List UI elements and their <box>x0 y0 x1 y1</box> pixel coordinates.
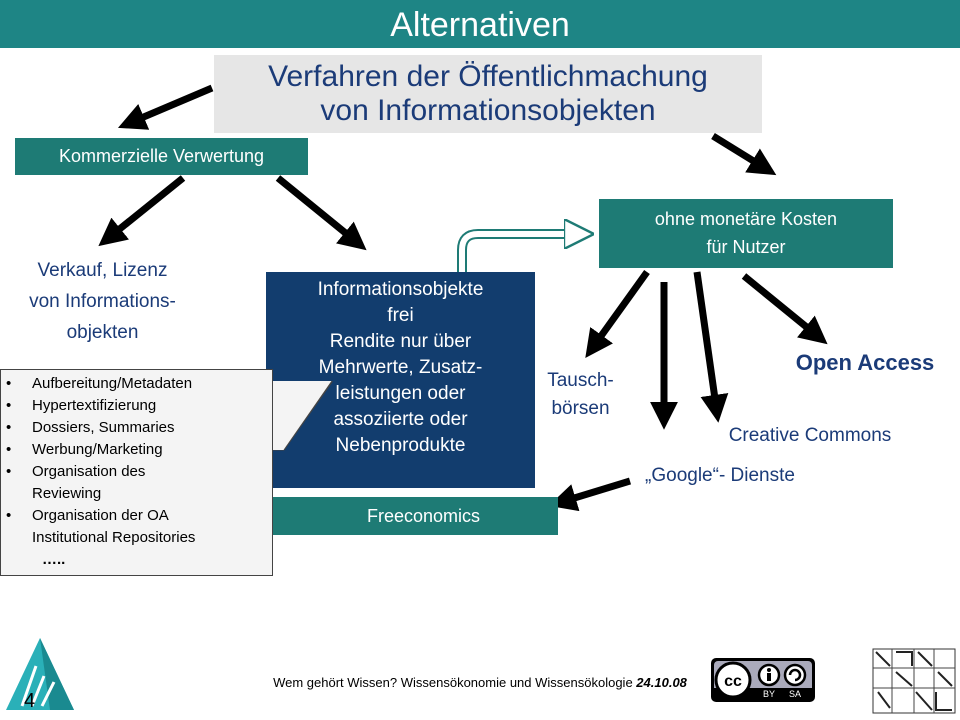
callout-item: Aufbereitung/Metadaten <box>6 373 272 395</box>
subtitle-line-2: von Informationsobjekten <box>320 94 656 127</box>
page-number: 4 <box>24 690 36 712</box>
info-line-1: Informationsobjekte <box>317 279 484 300</box>
cc-by-label: BY <box>763 689 775 699</box>
arrow-kommerziell-to-verkauf <box>98 175 186 247</box>
subtitle-box: Verfahren der Öffentlichmachung von Info… <box>214 55 762 133</box>
arrow-ohne-to-tausch <box>585 269 650 358</box>
node-informationsobjekte-frei: Informationsobjekte frei Rendite nur übe… <box>266 272 535 488</box>
info-line-2: frei <box>387 305 414 326</box>
arrow-subtitle-to-ohne <box>711 133 777 176</box>
callout-pointer-overlay <box>271 380 333 451</box>
tausch-line-1: Tausch- <box>547 370 614 391</box>
node-google-dienste: „Google“- Dienste <box>645 465 795 486</box>
info-line-7: Nebenprodukte <box>335 435 466 456</box>
verkauf-line-1: Verkauf, Lizenz <box>37 260 168 281</box>
cc-license-badge: cc BY SA <box>711 658 815 702</box>
subtitle-line-1: Verfahren der Öffentlichmachung <box>268 60 708 93</box>
institution-logo-icon <box>872 648 956 714</box>
callout-item: Organisation des <box>6 461 272 483</box>
callout-box: Aufbereitung/Metadaten Hypertextifizieru… <box>0 369 273 576</box>
ohne-line-2: für Nutzer <box>706 237 786 257</box>
info-line-5: leistungen oder <box>335 383 466 404</box>
footer: Wem gehört Wissen? Wissensökonomie und W… <box>0 675 960 690</box>
node-ohne-monetaere-kosten: ohne monetäre Kosten für Nutzer <box>599 199 893 268</box>
node-kommerzielle-verwertung: Kommerzielle Verwertung <box>15 138 308 175</box>
node-creative-commons: Creative Commons <box>728 425 892 446</box>
ohne-line-1: ohne monetäre Kosten <box>654 209 838 229</box>
info-line-6: assoziierte oder <box>333 409 468 430</box>
cc-sa-label: SA <box>789 689 801 699</box>
verkauf-line-2: von Informations- <box>29 291 176 312</box>
logo-icon <box>6 638 74 710</box>
node-open-access: Open Access <box>795 350 935 375</box>
callout-item: Werbung/Marketing <box>6 439 272 461</box>
callout-ellipsis: ….. <box>42 551 66 568</box>
callout-item: Organisation der OA <box>6 505 272 527</box>
arrow-kommerziell-to-info <box>275 175 367 251</box>
info-line-3: Rendite nur über <box>329 331 472 352</box>
node-tauschboersen: Tausch- börsen <box>533 367 628 423</box>
svg-text:cc: cc <box>724 673 742 690</box>
callout-list: Aufbereitung/Metadaten Hypertextifizieru… <box>4 373 272 571</box>
callout-item-continuation: Reviewing <box>32 485 102 502</box>
arrow-ohne-to-open-access <box>741 273 828 345</box>
arrow-google-to-freeconomics <box>548 477 632 512</box>
node-verkauf-lizenz: Verkauf, Lizenz von Informations- objekt… <box>0 255 205 348</box>
footer-date: 24.10.08 <box>636 675 687 690</box>
slide-title: Alternativen <box>0 0 960 48</box>
info-line-4: Mehrwerte, Zusatz- <box>318 357 483 378</box>
cc-badge-icons: cc BY SA <box>714 661 812 699</box>
node-freeconomics: Freeconomics <box>269 497 558 535</box>
arrow-subtitle-to-kommerziell <box>117 84 214 130</box>
arrow-ohne-to-creative-commons <box>693 271 729 423</box>
arrow-info-to-ohne <box>457 229 582 272</box>
verkauf-line-3: objekten <box>66 322 139 343</box>
footer-text: Wem gehört Wissen? Wissensökonomie und W… <box>273 675 637 690</box>
callout-item: Hypertextifizierung <box>6 395 272 417</box>
tausch-line-2: börsen <box>551 398 610 419</box>
callout-item-continuation: Institutional Repositories <box>32 529 196 546</box>
callout-item: Dossiers, Summaries <box>6 417 272 439</box>
